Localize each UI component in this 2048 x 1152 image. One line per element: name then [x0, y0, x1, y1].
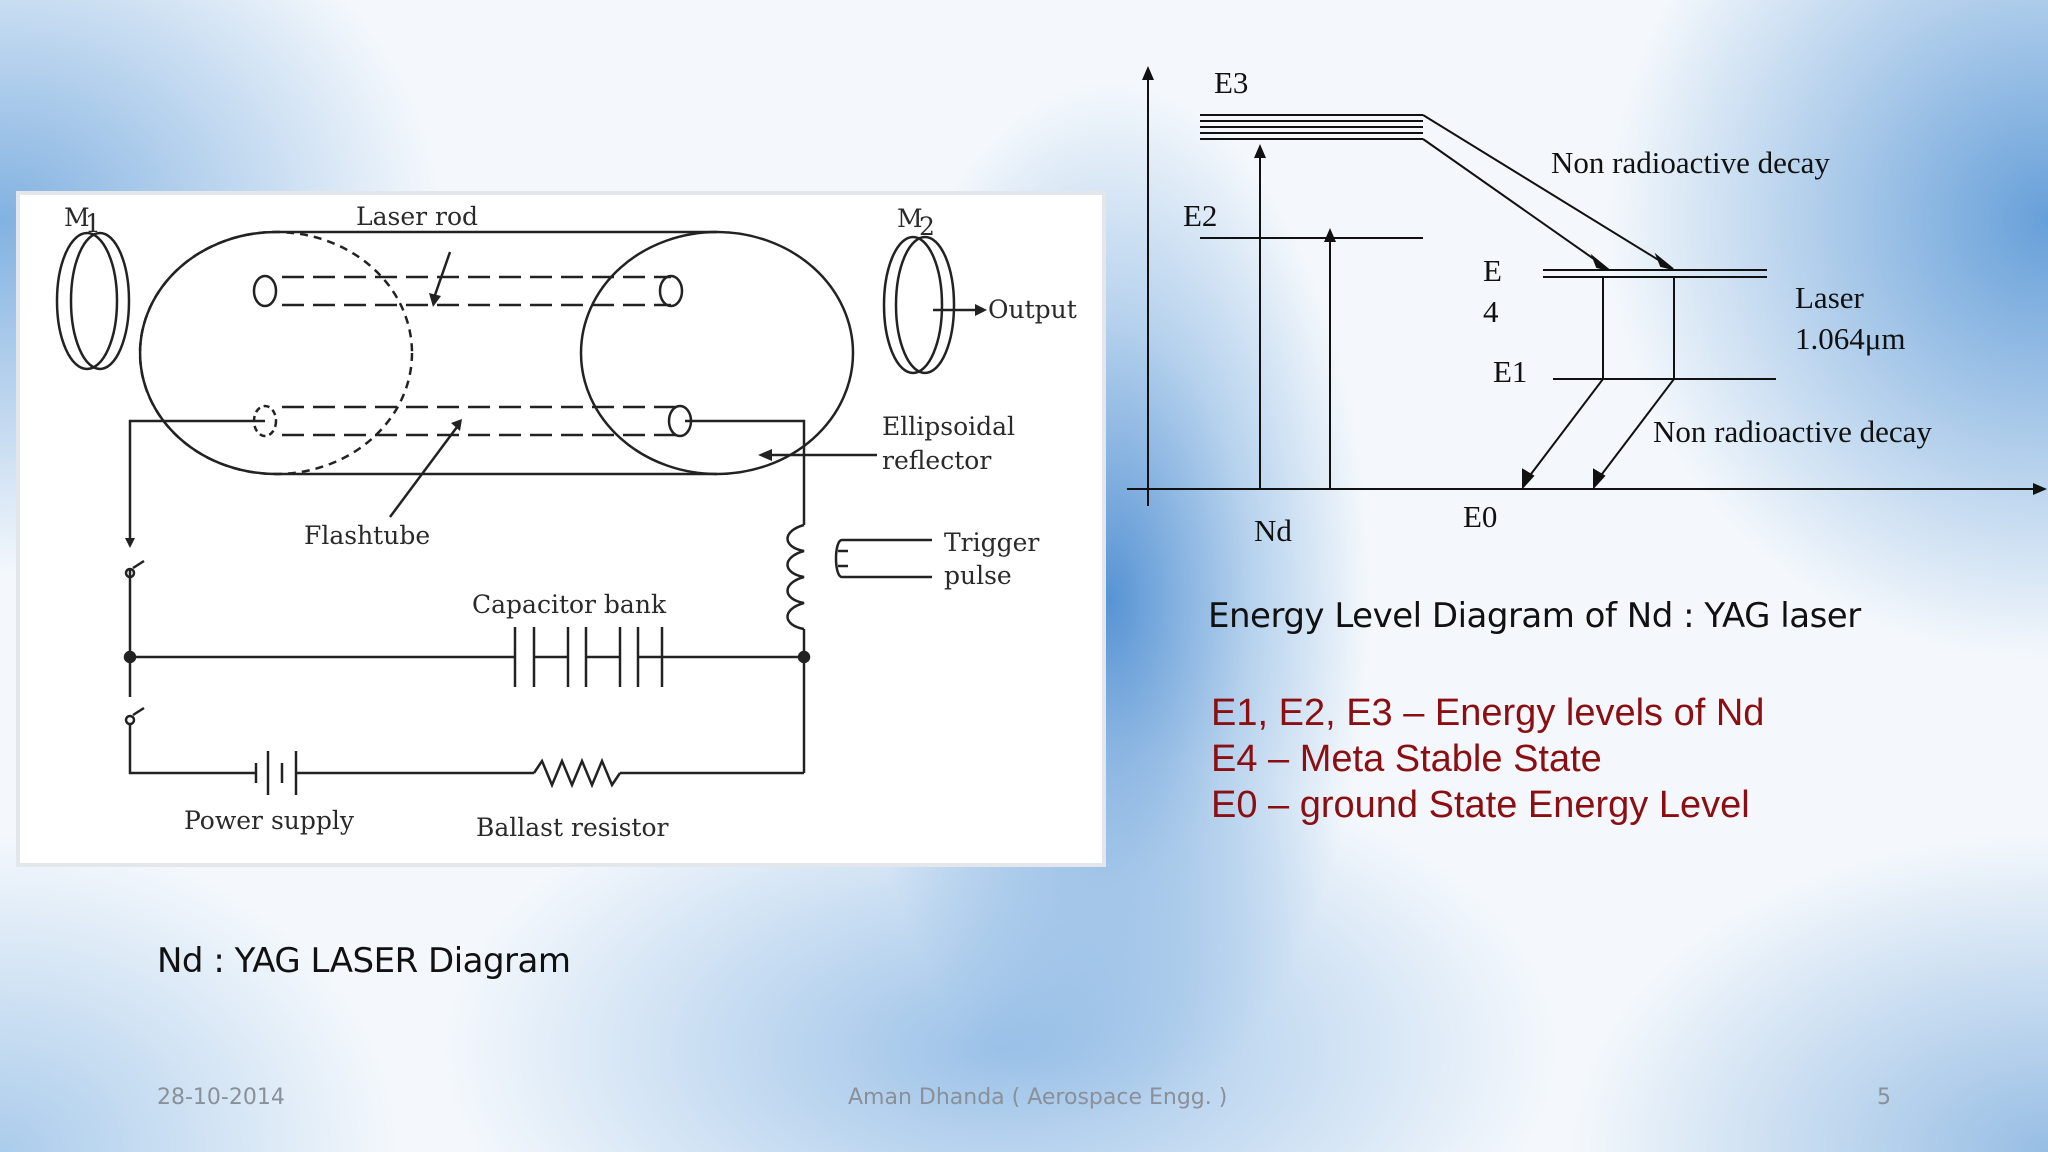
mirror-m2	[882, 235, 956, 375]
label-output: Output	[988, 295, 1077, 324]
label-m1-sub: 1	[85, 209, 101, 238]
label-decay-bottom: Non radioactive decay	[1653, 414, 1932, 449]
ellipsoidal-reflector	[138, 230, 855, 476]
legend-line-2: E4 – Meta Stable State	[1211, 738, 1602, 780]
label-e1: E1	[1493, 354, 1527, 389]
label-flashtube: Flashtube	[304, 521, 430, 550]
footer-author: Aman Dhanda ( Aerospace Engg. )	[848, 1085, 1228, 1110]
laser-schematic-panel: M 1 Laser rod M 2 Output Ellipsoidal ref…	[16, 191, 1106, 867]
level-e3	[1200, 114, 1423, 140]
label-ballast-resistor: Ballast resistor	[476, 813, 668, 842]
label-m2-sub: 2	[919, 212, 935, 241]
label-trigger: Trigger	[944, 528, 1039, 557]
label-reflector: reflector	[882, 446, 991, 475]
label-laser-wavelength: 1.064μm	[1795, 321, 1905, 356]
label-m2: M	[897, 204, 923, 233]
legend-line-3: E0 – ground State Energy Level	[1211, 784, 1750, 826]
label-nd: Nd	[1254, 513, 1292, 548]
laser-rod	[252, 274, 684, 308]
label-laser: Laser	[1795, 280, 1865, 315]
label-decay-top: Non radioactive decay	[1551, 145, 1830, 180]
slide-number: 5	[1877, 1085, 1891, 1110]
footer-date: 28-10-2014	[157, 1085, 285, 1110]
label-ellipsoidal: Ellipsoidal	[882, 412, 1015, 441]
mirror-m1	[55, 231, 131, 371]
energy-level-diagram: E3 E2 E 4 E1 E0 Nd Non radioactive decay…	[1127, 65, 2047, 548]
level-e4	[1543, 269, 1767, 278]
label-e0: E0	[1463, 499, 1497, 534]
label-e4-line2: 4	[1483, 294, 1499, 329]
label-capacitor-bank: Capacitor bank	[472, 590, 667, 619]
label-e3: E3	[1214, 65, 1248, 100]
label-laser-rod: Laser rod	[356, 202, 478, 231]
legend-line-1: E1, E2, E3 – Energy levels of Nd	[1211, 692, 1765, 734]
label-m1: M	[64, 203, 90, 232]
energy-legend: E1, E2, E3 – Energy levels of Nd E4 – Me…	[1211, 690, 1764, 828]
circuit	[123, 419, 932, 795]
energy-diagram-caption: Energy Level Diagram of Nd : YAG laser	[1208, 596, 1861, 636]
flashtube	[252, 404, 693, 438]
laser-diagram-caption: Nd : YAG LASER Diagram	[157, 941, 571, 981]
label-e4-line1: E	[1483, 253, 1502, 288]
laser-schematic: M 1 Laser rod M 2 Output Ellipsoidal ref…	[55, 202, 1077, 842]
label-e2: E2	[1183, 198, 1217, 233]
label-power-supply: Power supply	[184, 806, 355, 835]
label-pulse: pulse	[944, 561, 1012, 590]
